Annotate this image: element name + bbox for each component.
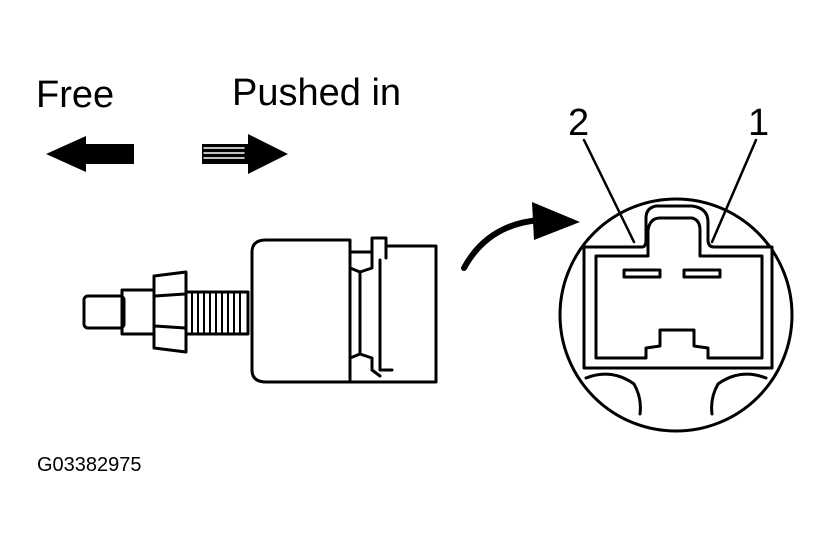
terminal-2-label: 2 bbox=[568, 102, 590, 144]
terminal-1-label: 1 bbox=[748, 102, 770, 144]
switch-thread-front bbox=[120, 288, 156, 336]
terminal-2-slot bbox=[622, 268, 662, 279]
switch-thread bbox=[184, 290, 250, 336]
stop-light-switch bbox=[82, 236, 438, 384]
free-arrow-left bbox=[46, 136, 134, 172]
pushed-in-arrow-right bbox=[202, 134, 288, 174]
connector-outer-shell bbox=[582, 204, 774, 370]
connector-base-left bbox=[584, 372, 642, 416]
switch-housing bbox=[250, 238, 352, 384]
terminal-1-leader bbox=[710, 138, 758, 244]
terminal-1-slot bbox=[682, 268, 722, 279]
connector-inner-cavity bbox=[594, 216, 764, 360]
pushed-in-label: Pushed in bbox=[232, 72, 402, 114]
switch-connector bbox=[348, 236, 438, 384]
detail-pointer-arrow bbox=[461, 202, 580, 271]
terminal-2-leader bbox=[582, 138, 636, 244]
figure-code-label: G03382975 bbox=[37, 454, 142, 476]
free-label: Free bbox=[36, 74, 115, 116]
switch-plunger bbox=[82, 294, 126, 330]
connector-base-right bbox=[710, 372, 768, 416]
connector-detail-view bbox=[558, 138, 794, 433]
switch-lock-nut bbox=[152, 270, 188, 354]
